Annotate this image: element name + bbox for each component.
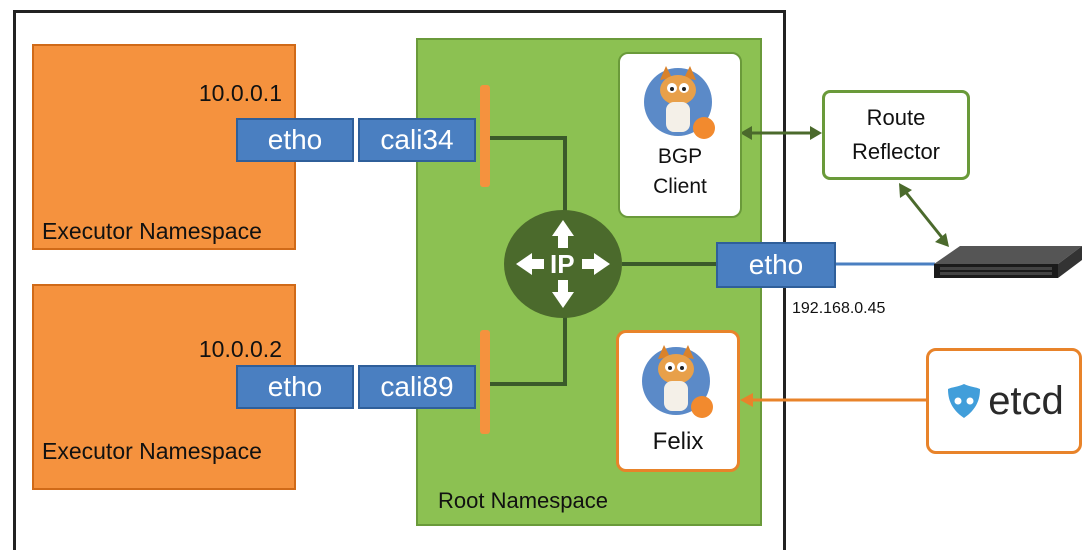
network-switch-icon[interactable] — [930, 242, 1085, 282]
executor-2-etho[interactable]: etho — [236, 365, 354, 409]
route-reflector[interactable]: Route Reflector — [822, 90, 970, 180]
veth-bar-2 — [480, 330, 490, 434]
router-label: IP — [550, 249, 575, 279]
veth-cali89[interactable]: cali89 — [358, 365, 476, 409]
route-reflector-line1: Route — [866, 105, 926, 130]
felix-label: Felix — [652, 428, 704, 455]
router-arrows-icon — [516, 220, 610, 308]
veth-bar-1 — [480, 85, 490, 187]
link-cali89-router — [486, 314, 567, 386]
host-etho[interactable]: etho — [716, 242, 836, 288]
host-ip: 192.168.0.45 — [792, 300, 886, 317]
link-cali34-router — [486, 136, 567, 215]
bgp-rr-arrow — [740, 126, 822, 140]
etcd-label: etcd — [988, 378, 1064, 423]
etcd-icon — [948, 384, 981, 418]
route-reflector-line2: Reflector — [851, 139, 941, 164]
veth-cali34[interactable]: cali34 — [358, 118, 476, 162]
connector-lines — [486, 126, 949, 407]
etcd-felix-arrow — [740, 393, 926, 407]
root-namespace-label: Root Namespace — [438, 488, 608, 513]
executor-1-label: Executor Namespace — [42, 218, 262, 244]
calico-cat-icon — [642, 345, 713, 418]
rr-switch-arrow — [899, 183, 949, 247]
bgp-client-line2: Client — [653, 175, 707, 198]
executor-1-ip: 10.0.0.1 — [198, 80, 282, 106]
bgp-client-card[interactable]: BGP Client — [618, 52, 742, 218]
etcd-box[interactable]: etcd — [926, 348, 1082, 454]
calico-cat-icon — [644, 66, 715, 139]
executor-1-etho[interactable]: etho — [236, 118, 354, 162]
executor-2-label: Executor Namespace — [42, 438, 262, 464]
executor-2-ip: 10.0.0.2 — [198, 336, 282, 362]
bgp-client-line1: BGP — [657, 145, 703, 168]
executor-namespace-1: 10.0.0.1 Executor Namespace — [32, 44, 296, 250]
felix-card[interactable]: Felix — [616, 330, 740, 472]
ip-router[interactable]: IP — [504, 210, 622, 318]
